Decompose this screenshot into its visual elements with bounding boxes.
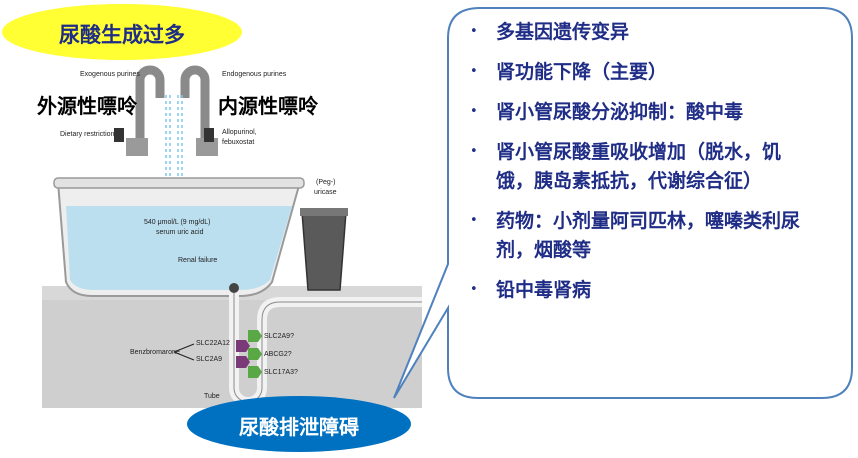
exogenous-label-en: Exogenous purines <box>80 71 140 78</box>
peg-label-2: uricase <box>314 189 337 196</box>
dietary-label: Dietary restriction <box>60 131 115 138</box>
faucet-base-right <box>196 138 218 156</box>
bottom-oval-text: 尿酸排泄障碍 <box>239 415 359 439</box>
drain-pipe-outline <box>233 288 422 403</box>
list-item-text: 肾小管尿酸分泌抑制：酸中毒 <box>496 101 744 123</box>
knob-left <box>114 128 124 142</box>
list-item-text: 药物：小剂量阿司匹林，噻嗪类利尿剂，烟酸等 <box>496 210 801 261</box>
peg-label-1: (Peg-) <box>316 179 336 186</box>
knob-right <box>204 128 214 142</box>
slc2a9-left-label: SLC2A9 <box>196 356 223 363</box>
renal-failure-label: Renal failure <box>178 257 218 264</box>
bullet-dot-icon: • <box>470 64 478 79</box>
exogenous-label-cn: 外源性嘌呤 <box>37 94 137 118</box>
bullet-dot-icon: • <box>470 104 478 119</box>
transporter-abcg2-shape <box>248 348 262 360</box>
cause-list: • 多基因遗传变异 • 肾功能下降（主要） • 肾小管尿酸分泌抑制：酸中毒 • … <box>470 18 840 316</box>
slc2a9-right-label: SLC2A9? <box>264 333 294 340</box>
transporter-slc17a3-shape <box>248 366 262 378</box>
list-item-text: 肾功能下降（主要） <box>496 61 668 83</box>
faucet-left <box>135 65 165 150</box>
list-item: • 肾功能下降（主要） <box>470 58 840 87</box>
bullet-dot-icon: • <box>470 282 478 297</box>
bullet-dot-icon: • <box>470 24 478 39</box>
arrow-to-slc2a9 <box>173 351 195 361</box>
title-oval-text: 尿酸生成过多 <box>59 23 185 47</box>
slc22a12-label: SLC22A12 <box>196 340 230 347</box>
tube-label: Tube <box>204 393 220 400</box>
list-item: • 铅中毒肾病 <box>470 276 840 305</box>
transporter-slc2a9-left-shape <box>236 356 250 368</box>
bullet-dot-icon: • <box>470 144 478 159</box>
uric-level-line-1: 540 μmol/L (9 mg/dL) <box>144 219 211 226</box>
allopurinol-label-1: Allopurinol, <box>222 129 257 136</box>
drain-plug <box>229 283 239 293</box>
transporter-slc2a9-shape <box>248 330 262 342</box>
sink-water <box>66 206 292 290</box>
uricase-bucket <box>301 211 347 291</box>
bucket-rim <box>300 208 348 216</box>
list-item-text: 肾小管尿酸重吸收增加（脱水，饥饿，胰岛素抵抗，代谢综合征） <box>496 141 782 192</box>
endogenous-label-en: Endogenous purines <box>222 71 287 78</box>
faucet-right <box>180 65 210 150</box>
uric-level-line-2: serum uric acid <box>156 229 204 236</box>
slc17a3-label: SLC17A3? <box>264 369 298 376</box>
allopurinol-label-2: febuxostat <box>222 139 255 146</box>
sink-rim <box>53 177 305 189</box>
callout-bubble <box>393 7 853 399</box>
endogenous-label-cn: 内源性嘌呤 <box>218 94 318 118</box>
list-item-text: 铅中毒肾病 <box>496 279 592 301</box>
title-oval <box>2 4 242 60</box>
list-item: • 肾小管尿酸重吸收增加（脱水，饥饿，胰岛素抵抗，代谢综合征） <box>470 138 840 196</box>
list-item: • 药物：小剂量阿司匹林，噻嗪类利尿剂，烟酸等 <box>470 207 840 265</box>
list-item: • 多基因遗传变异 <box>470 18 840 47</box>
list-item: • 肾小管尿酸分泌抑制：酸中毒 <box>470 98 840 127</box>
bottom-oval <box>187 396 411 452</box>
benzbromarone-label: Benzbromarone <box>130 349 180 356</box>
abcg2-label: ABCG2? <box>264 351 292 358</box>
arrow-to-slc22a12 <box>173 343 195 353</box>
list-item-text: 多基因遗传变异 <box>496 21 630 43</box>
bullet-dot-icon: • <box>470 213 478 228</box>
transporter-slc22a12-shape <box>236 340 250 352</box>
faucet-base-left <box>126 138 148 156</box>
